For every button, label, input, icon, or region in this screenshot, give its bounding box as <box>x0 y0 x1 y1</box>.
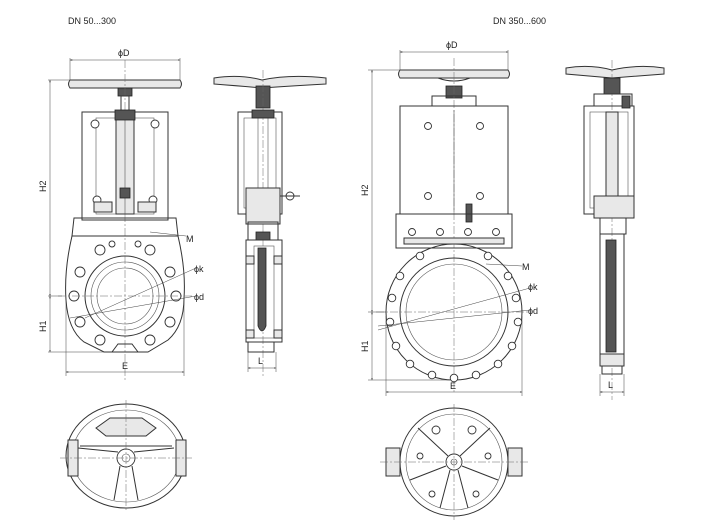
large-valve-dimensions: ϕD H2 H1 E M ϕk ϕd <box>360 40 538 396</box>
dim-label-H2-large: H2 <box>360 184 370 196</box>
small-valve-dimensions: ϕD H2 H1 E M ϕk ϕd <box>38 48 204 376</box>
dim-label-L-large: L <box>608 380 613 390</box>
title-small-range: DN 50...300 <box>68 16 116 26</box>
large-valve-bottom-view <box>380 404 528 520</box>
dim-label-M-large: M <box>522 262 530 272</box>
dim-label-E-small: E <box>122 361 128 371</box>
dim-label-M-small: M <box>186 234 194 244</box>
dim-label-phid-large: ϕd <box>528 306 538 316</box>
dim-label-phiD-small: ϕD <box>118 48 130 58</box>
title-large-range: DN 350...600 <box>493 16 546 26</box>
large-valve-side-view: L <box>565 60 665 400</box>
dim-label-phiK-large: ϕk <box>528 282 538 292</box>
small-valve-bottom-view <box>60 400 192 512</box>
small-valve-front-view <box>58 60 197 380</box>
dim-label-H2-small: H2 <box>38 180 48 192</box>
dim-label-H1-large: H1 <box>360 340 370 352</box>
dim-label-E-large: E <box>450 381 456 391</box>
dim-label-phiK-small: ϕk <box>194 264 204 274</box>
dim-label-phiD-large: ϕD <box>446 40 458 50</box>
dim-label-H1-small: H1 <box>38 320 48 332</box>
small-valve-side-view: L <box>213 70 327 378</box>
dim-label-L-small: L <box>258 356 263 366</box>
dim-label-phid-small: ϕd <box>194 292 204 302</box>
large-valve-front-view <box>376 58 532 394</box>
